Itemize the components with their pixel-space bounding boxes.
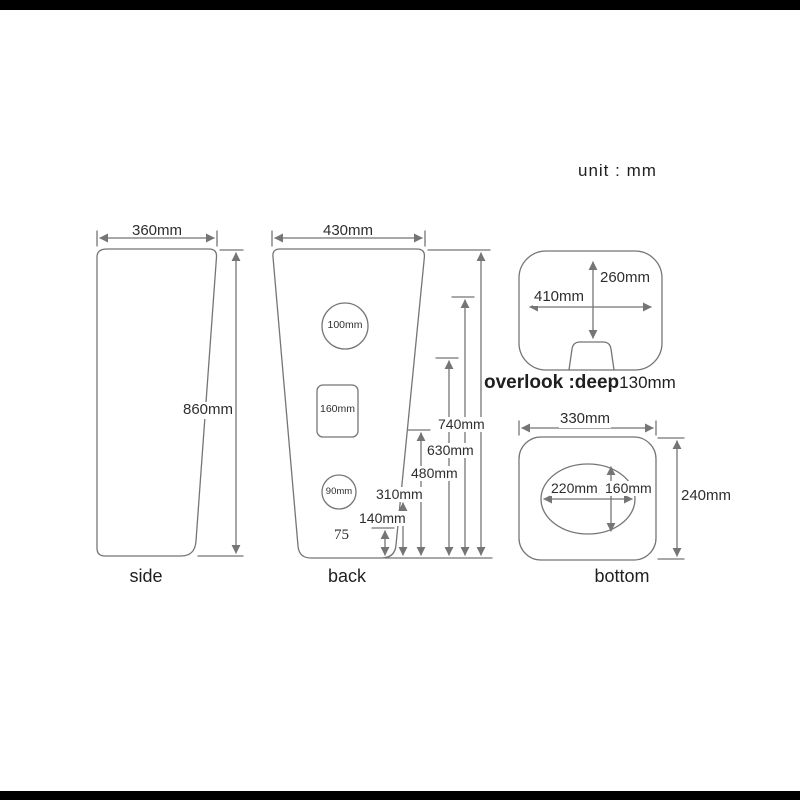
back-hole-top-label: 100mm xyxy=(327,319,363,331)
bottom-width-label: 330mm xyxy=(559,410,612,428)
bottom-view-label: bottom xyxy=(594,566,650,586)
back-height-310-label: 310mm xyxy=(375,486,424,503)
side-height-label: 860mm xyxy=(182,401,235,419)
back-height-740-label: 740mm xyxy=(437,416,486,433)
bottom-oval xyxy=(540,463,636,535)
overlook-outline xyxy=(518,250,663,371)
back-height-75-label: 75 xyxy=(333,527,350,544)
back-hole-middle-label: 160mm xyxy=(319,403,355,415)
overlook-depth-label: 130mm xyxy=(619,373,676,392)
side-view-outline xyxy=(96,248,218,557)
overlook-width-label: 410mm xyxy=(533,288,586,306)
bottom-black-bar xyxy=(0,791,800,800)
bottom-oval-height-label: 160mm xyxy=(604,480,653,497)
back-view-outline xyxy=(272,248,426,559)
top-black-bar xyxy=(0,0,800,10)
overlook-caption: overlook :deep130mm xyxy=(484,372,676,394)
back-hole-bottom-label: 90mm xyxy=(325,486,353,497)
bottom-outline xyxy=(518,436,657,561)
side-width-label: 360mm xyxy=(131,222,183,239)
back-height-630-label: 630mm xyxy=(426,442,475,459)
back-hole-middle-rect xyxy=(316,384,359,438)
overlook-caption-label: overlook :deep xyxy=(484,372,620,393)
back-height-140-label: 140mm xyxy=(358,510,407,527)
bottom-oval-width-label: 220mm xyxy=(550,480,599,497)
back-hole-top-circle xyxy=(321,302,369,350)
bottom-height-label: 240mm xyxy=(681,487,732,504)
back-width-label: 430mm xyxy=(322,222,374,239)
overlook-height-label: 260mm xyxy=(599,269,652,287)
side-view-label: side xyxy=(129,566,163,586)
overlook-drain-shape xyxy=(568,341,615,371)
back-height-480-label: 480mm xyxy=(410,465,459,482)
back-view-label: back xyxy=(327,566,367,586)
unit-label: unit : mm xyxy=(578,161,657,180)
back-hole-bottom-circle xyxy=(321,474,357,510)
